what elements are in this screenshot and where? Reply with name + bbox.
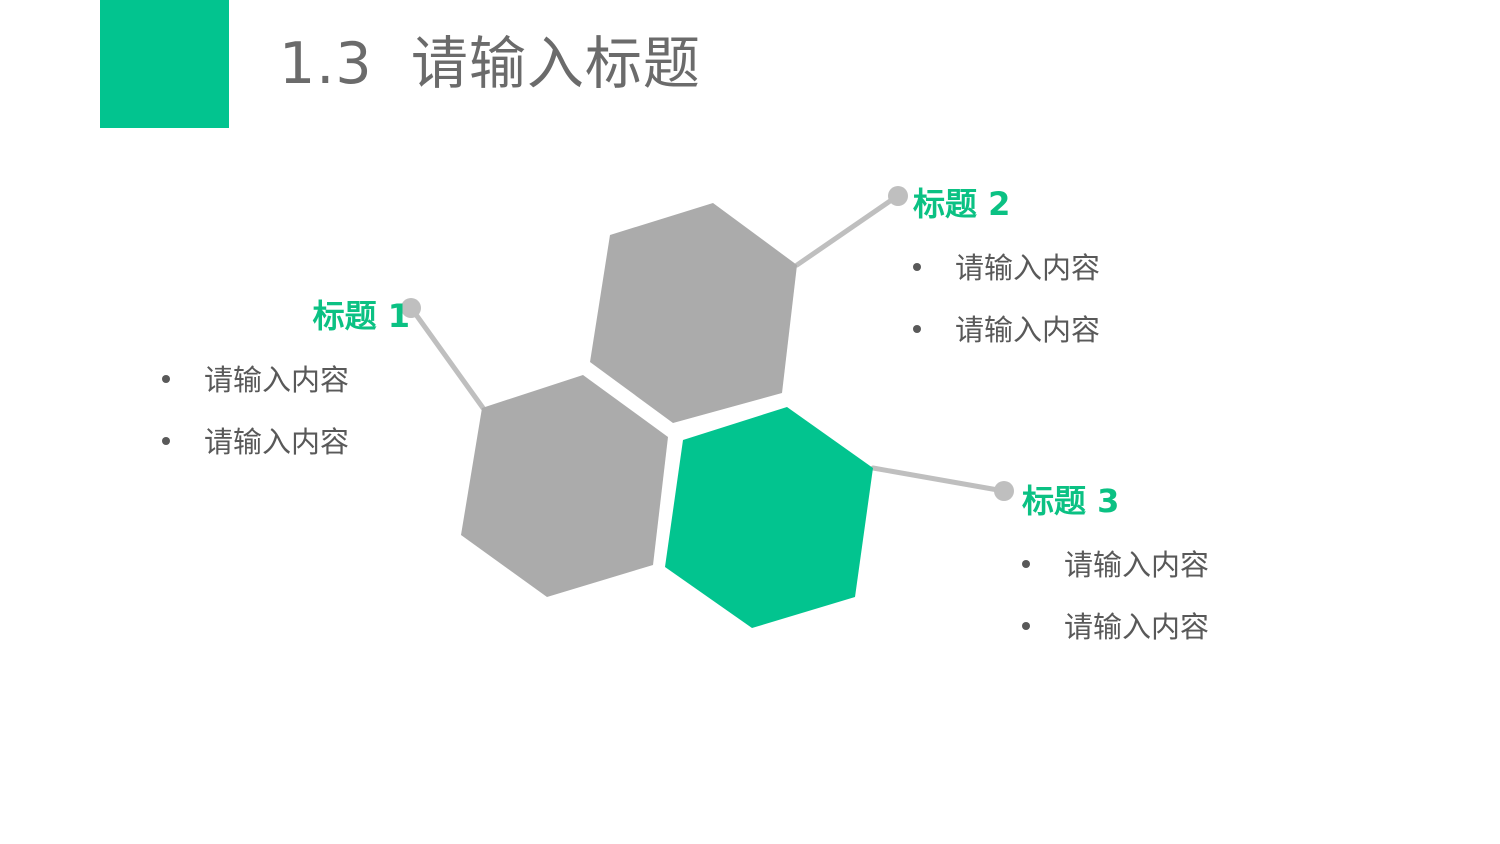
- connector-dot-3: [994, 481, 1014, 501]
- callout-block-3: 标题 3 请输入内容 请输入内容: [1022, 482, 1352, 644]
- callout-2-heading: 标题 2: [913, 185, 1011, 223]
- bullet-dot-icon: [162, 437, 170, 445]
- callout-1-heading: 标题 1: [312, 297, 410, 335]
- list-item: 请输入内容: [162, 425, 410, 459]
- callout-3-list: 请输入内容 请输入内容: [1022, 548, 1352, 644]
- page-title: 1.3 请输入标题: [279, 31, 701, 97]
- hexagon-right-green: [665, 407, 873, 628]
- list-item: 请输入内容: [1022, 610, 1352, 644]
- bullet-dot-icon: [1022, 560, 1030, 568]
- bullet-dot-icon: [1022, 622, 1030, 630]
- list-item-label: 请输入内容: [204, 425, 350, 459]
- bullet-dot-icon: [913, 325, 921, 333]
- connector-line-2: [794, 196, 896, 268]
- hexagon-left-gray: [461, 375, 668, 597]
- list-item: 请输入内容: [1022, 548, 1352, 582]
- list-item-label: 请输入内容: [955, 251, 1101, 285]
- callout-block-2: 标题 2 请输入内容 请输入内容: [913, 185, 1243, 347]
- list-item-label: 请输入内容: [204, 363, 350, 397]
- connector-line-3: [870, 465, 1001, 493]
- hexagon-top-gray: [590, 203, 797, 423]
- list-item: 请输入内容: [162, 363, 410, 397]
- hexagon-group: [461, 203, 873, 628]
- list-item-label: 请输入内容: [1064, 610, 1210, 644]
- callout-3-heading: 标题 3: [1022, 482, 1120, 520]
- bullet-dot-icon: [162, 375, 170, 383]
- connector-dot-2: [888, 186, 908, 206]
- callout-2-list: 请输入内容 请输入内容: [913, 251, 1243, 347]
- header-accent-square: [100, 0, 229, 128]
- bullet-dot-icon: [913, 263, 921, 271]
- list-item: 请输入内容: [913, 313, 1243, 347]
- list-item-label: 请输入内容: [955, 313, 1101, 347]
- callout-1-list: 请输入内容 请输入内容: [120, 363, 410, 459]
- callout-block-1: 标题 1 请输入内容 请输入内容: [120, 297, 410, 459]
- list-item-label: 请输入内容: [1064, 548, 1210, 582]
- connector-dot-1: [401, 298, 421, 318]
- connector-group: [401, 186, 1014, 501]
- connector-line-1: [414, 313, 486, 411]
- list-item: 请输入内容: [913, 251, 1243, 285]
